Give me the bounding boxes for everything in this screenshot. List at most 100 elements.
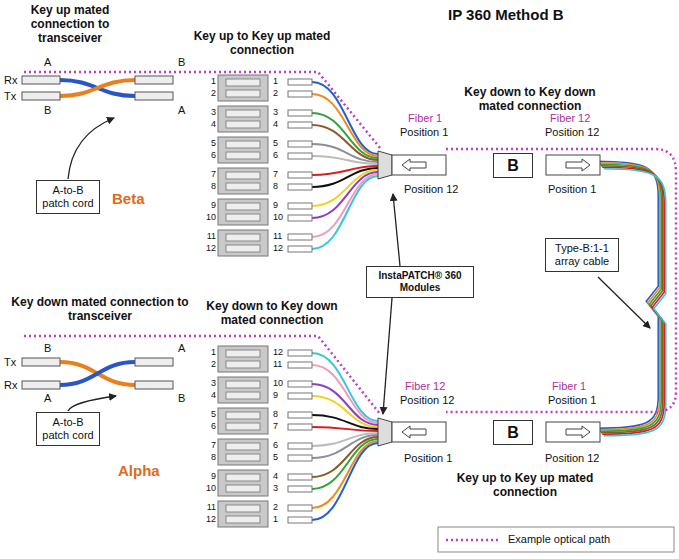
- lc-adapter: [218, 408, 268, 434]
- port-number: 12: [203, 514, 216, 524]
- ribbon-fiber: [601, 166, 663, 433]
- port-number: 3: [273, 107, 286, 117]
- port-number: 4: [203, 119, 216, 129]
- node-text: InstaPATCH® 360 Modules: [371, 270, 469, 294]
- channel-name: Alpha: [118, 462, 160, 479]
- port-number: 7: [203, 169, 216, 179]
- ribbon-fiber: [596, 161, 658, 428]
- connection-heading: Key up to Key up mated connection: [450, 472, 600, 500]
- fiber: [312, 441, 378, 508]
- lc-adapter: [218, 501, 268, 527]
- connection-heading: Key up mated connection to transceiver: [5, 4, 135, 45]
- fiber: [312, 176, 378, 249]
- lc-plug: [288, 215, 312, 221]
- port-number: 3: [273, 483, 286, 493]
- callout-box: Type-B:1-1 array cable: [545, 238, 619, 272]
- adapter-port: [226, 110, 260, 117]
- adapter-port: [226, 350, 260, 357]
- adapter-port: [226, 172, 260, 179]
- adapter-port: [226, 203, 260, 210]
- adapter-port: [226, 505, 260, 512]
- position-label: B: [178, 392, 185, 405]
- position-label: Rx: [4, 74, 17, 87]
- lc-plug: [288, 486, 312, 492]
- lc-adapter: [218, 346, 268, 372]
- lc-plug: [288, 517, 312, 523]
- port-number: 6: [203, 150, 216, 160]
- lc-plug: [288, 91, 312, 97]
- callout-box: A-to-B patch cord: [36, 180, 100, 214]
- port-number: 4: [203, 390, 216, 400]
- lc-adapter: [218, 230, 268, 256]
- fiber: [312, 125, 378, 160]
- position-label: B: [178, 56, 185, 69]
- adapter-box: B: [493, 153, 533, 178]
- position-label: A: [178, 342, 185, 355]
- fiber: [312, 365, 378, 423]
- lc-plug: [288, 203, 312, 209]
- port-number: 2: [203, 359, 216, 369]
- port-number: 8: [273, 409, 286, 419]
- adapter-box: B: [493, 420, 533, 445]
- ribbon-fiber: [604, 169, 666, 436]
- adapter-port: [226, 485, 260, 492]
- port-number: 4: [273, 119, 286, 129]
- lc-plug: [288, 455, 312, 461]
- lc-plug: [288, 172, 312, 178]
- lc-plug: [288, 443, 312, 449]
- port-number: 10: [273, 378, 286, 388]
- node-text: Type-B:1-1 array cable: [550, 242, 614, 268]
- port-number: 3: [203, 378, 216, 388]
- lc-plug: [288, 381, 312, 387]
- port-number: 12: [273, 243, 286, 253]
- leader-lines: [68, 118, 650, 414]
- position-label: Tx: [4, 356, 16, 369]
- patch-cord: [22, 358, 173, 389]
- port-number: 7: [273, 169, 286, 179]
- fiber: [312, 384, 378, 425]
- port-number: 4: [273, 471, 286, 481]
- callout-box: InstaPATCH® 360 Modules: [366, 266, 474, 298]
- adapter-port: [226, 381, 260, 388]
- adapter-port: [226, 183, 260, 190]
- optical-path: [24, 72, 676, 414]
- lc-adapter: [218, 470, 268, 496]
- port-number: 6: [203, 421, 216, 431]
- position-label: Position 1: [548, 394, 596, 407]
- lc-plug: [288, 350, 312, 356]
- port-number: 9: [273, 390, 286, 400]
- fiber: [312, 443, 378, 520]
- lc-plug: [288, 122, 312, 128]
- position-label: Position 12: [545, 126, 599, 139]
- port-number: 8: [203, 181, 216, 191]
- position-label: Position 12: [545, 452, 599, 465]
- port-number: 5: [203, 409, 216, 419]
- port-number: 1: [203, 347, 216, 357]
- adapter-port: [226, 141, 260, 148]
- position-label: A: [44, 392, 51, 405]
- port-number: 8: [273, 181, 286, 191]
- adapter-port: [226, 443, 260, 450]
- patch-cord: [22, 76, 173, 100]
- position-label: Position 1: [548, 183, 596, 196]
- port-number: 1: [273, 514, 286, 524]
- ribbon-fiber: [598, 163, 660, 430]
- adapter-port: [226, 90, 260, 97]
- lc-plug: [288, 141, 312, 147]
- port-number: 9: [273, 200, 286, 210]
- port-number: 1: [203, 76, 216, 86]
- position-label: B: [44, 104, 51, 117]
- position-label: Position 1: [400, 126, 448, 139]
- node-text: B: [498, 156, 528, 175]
- position-label: A: [178, 104, 185, 117]
- channel-name: Beta: [112, 190, 145, 207]
- fiber-label: Fiber 1: [408, 112, 442, 125]
- connection-heading: Key up to Key up mated connection: [192, 30, 332, 58]
- ribbon-fiber: [599, 164, 661, 431]
- adapter-port: [226, 474, 260, 481]
- position-label: Position 1: [404, 452, 452, 465]
- lc-plug: [288, 246, 312, 252]
- port-number: 6: [273, 150, 286, 160]
- port-number: 5: [273, 138, 286, 148]
- port-number: 7: [203, 440, 216, 450]
